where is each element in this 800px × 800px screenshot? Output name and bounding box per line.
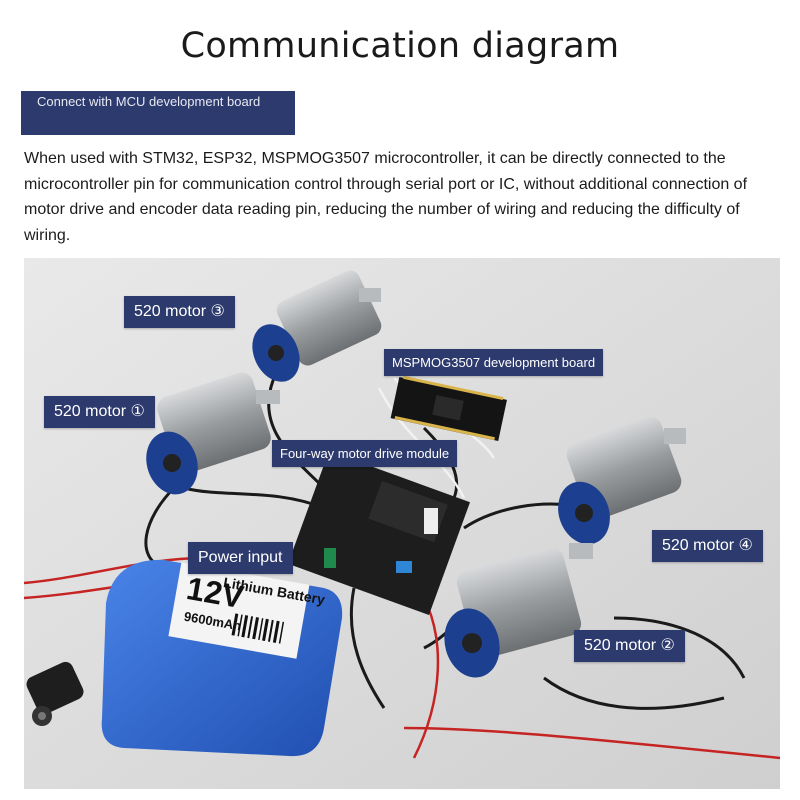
motor-2 [444, 543, 593, 678]
label-motor-2: 520 motor ② [574, 630, 685, 662]
dc-plug [26, 661, 84, 726]
label-motor-1: 520 motor ① [44, 396, 155, 428]
label-power-input: Power input [188, 542, 293, 574]
product-photo: 12V Lithium Battery 9600mAh 520 motor ③ … [24, 258, 780, 789]
label-drive-module: Four-way motor drive module [272, 440, 458, 467]
wiring-illustration: 12V Lithium Battery 9600mAh [24, 258, 780, 789]
motor-1 [146, 372, 280, 495]
label-motor-3: 520 motor ③ [124, 296, 235, 328]
dev-board [390, 375, 507, 441]
label-dev-board: MSPMOG3507 development board [384, 349, 604, 376]
section-badge: Connect with MCU development board [21, 91, 295, 135]
drive-module [288, 450, 470, 616]
page-title: Communication diagram [180, 26, 620, 66]
motor-3 [252, 270, 382, 382]
battery-pack: 12V Lithium Battery 9600mAh [101, 559, 343, 757]
label-motor-4: 520 motor ④ [652, 530, 763, 562]
description-text: When used with STM32, ESP32, MSPMOG3507 … [24, 150, 748, 244]
motor-4 [558, 416, 686, 545]
